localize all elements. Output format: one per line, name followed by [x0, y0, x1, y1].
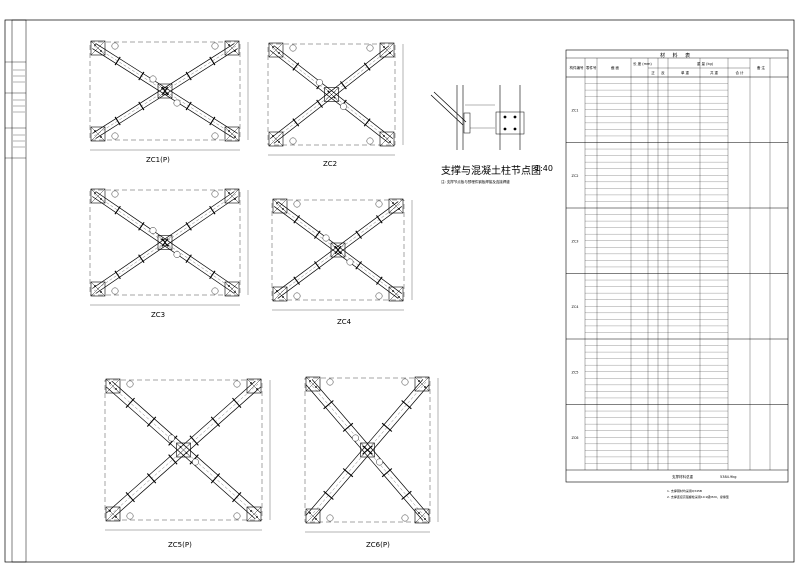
table-note-1: 1. 支撑钢材均采用Q345B	[667, 489, 702, 493]
col-count-neg: 反	[661, 71, 665, 75]
table-member-zc1: ZC1	[571, 108, 578, 112]
frame-label-zc5: ZC5(P)	[168, 541, 192, 549]
brace-frame-zc6	[304, 376, 439, 533]
brace-frame-zc1	[89, 40, 249, 151]
brace-frame-zc5	[104, 378, 271, 531]
table-member-zc6: ZC6	[571, 436, 578, 440]
col-section: 截 面	[610, 66, 620, 70]
table-member-zc2: ZC2	[571, 174, 578, 178]
frame-label-zc3: ZC3	[151, 311, 166, 319]
total-label: 支撑材料总重	[672, 475, 693, 479]
col-weight: 重 量 (kg)	[696, 62, 714, 66]
total-value: 5384.9kg	[720, 475, 737, 479]
title-strip	[11, 19, 27, 563]
col-length: 长 度 (mm)	[633, 62, 652, 66]
detail-title: 支撑与混凝土柱节点图	[441, 166, 541, 177]
col-part: 零件号	[586, 66, 597, 70]
col-remarks: 备 注	[756, 66, 766, 70]
detail-note: 注: 支撑节点板与预埋件钢板焊接及连接焊缝	[441, 180, 510, 184]
table-member-zc5: ZC5	[571, 370, 578, 374]
table-title: 材 料 表	[660, 53, 694, 59]
col-weight-unit: 单 重	[680, 71, 690, 75]
brace-frame-zc3	[89, 188, 249, 306]
table-member-zc4: ZC4	[571, 305, 579, 309]
frame-label-zc2: ZC2	[323, 160, 338, 168]
frame-label-zc6: ZC6(P)	[366, 541, 390, 549]
drawing-border	[4, 19, 795, 563]
col-member: 构件编号	[569, 66, 584, 70]
col-weight-sum: 合 计	[735, 71, 744, 75]
frame-label-zc4: ZC4	[337, 318, 352, 326]
col-count-pos: 正	[651, 71, 655, 75]
table-note-2: 2. 支撑连接高强螺栓采用10.9级M20，摩擦型	[667, 495, 729, 499]
frame-label-zc1: ZC1(P)	[146, 156, 170, 164]
col-weight-total: 共 重	[709, 71, 719, 75]
table-member-zc3: ZC3	[571, 239, 578, 243]
connection-detail	[430, 85, 525, 150]
detail-scale: 1:40	[535, 164, 553, 173]
brace-frame-zc2	[267, 42, 404, 156]
brace-frame-zc4	[271, 198, 413, 311]
